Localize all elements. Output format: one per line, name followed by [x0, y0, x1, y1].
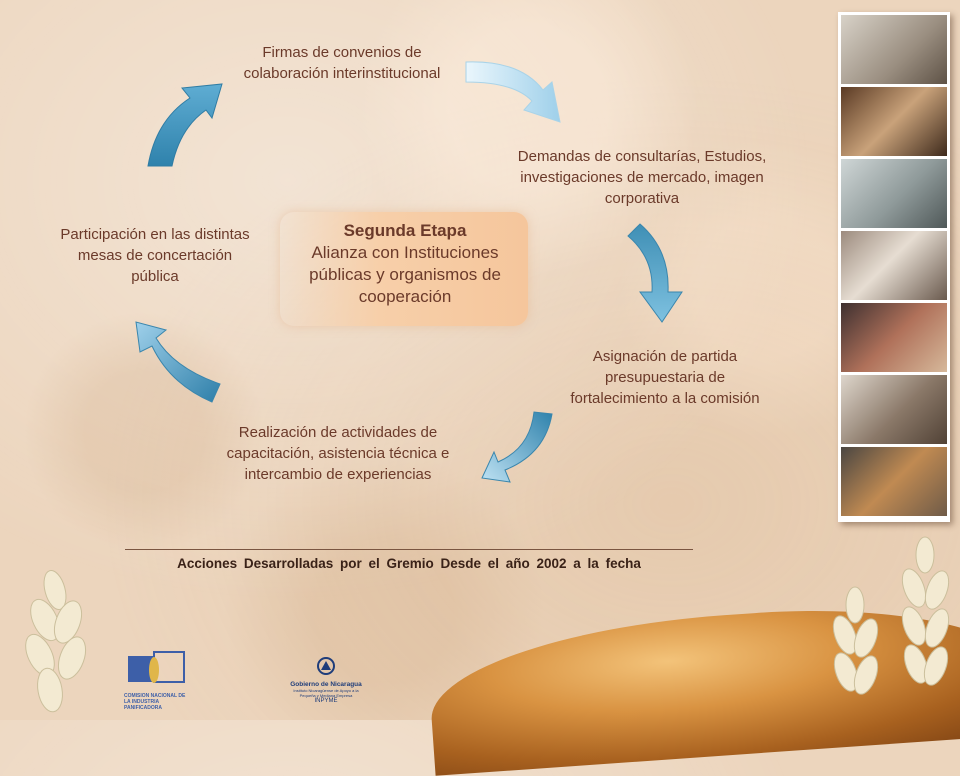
node-participacion: Participación en las distintas mesas de …	[60, 226, 250, 285]
bakery-photo	[841, 159, 947, 228]
center-title: Segunda Etapa	[343, 221, 467, 240]
caption: Acciones Desarrolladas por el Gremio Des…	[177, 556, 641, 571]
bakery-photo	[841, 375, 947, 444]
node-firmas: Firmas de convenios de colaboración inte…	[243, 44, 441, 82]
wheat-left	[25, 570, 87, 713]
wheat-right-2	[901, 536, 950, 686]
cycle-arrows	[135, 61, 683, 483]
arrow-realizacion-to-participacion	[135, 321, 221, 403]
arrow-demandas-to-asignacion	[627, 223, 683, 323]
bakery-photo	[841, 447, 947, 516]
bakery-photo	[841, 303, 947, 372]
node-realizacion: Realización de actividades de capacitaci…	[226, 424, 450, 483]
caption-divider	[125, 549, 693, 550]
gobierno-logo-icon	[317, 657, 335, 675]
bakery-photo-strip	[838, 12, 950, 522]
node-demandas: Demandas de consultarías, Estudios, inve…	[517, 148, 767, 207]
arrow-firmas-to-demandas	[465, 61, 561, 123]
gobierno-logo-acronym: INPYME	[314, 698, 338, 704]
comision-logo-icon	[128, 651, 185, 683]
center-box	[280, 212, 528, 326]
arrow-participacion-to-firmas	[147, 83, 223, 167]
center-subtitle: Alianza con Instituciones públicas y org…	[309, 243, 501, 306]
gobierno-logo: Gobierno de Nicaragua Instituto Nicaragü…	[288, 656, 364, 704]
comision-logo: COMISION NACIONAL DE LA INDUSTRIA PANIFI…	[124, 650, 190, 711]
comision-logo-text: COMISION NACIONAL DE LA INDUSTRIA PANIFI…	[124, 693, 186, 711]
center-label: Segunda Etapa Alianza con Instituciones …	[290, 220, 520, 308]
gobierno-logo-subtext: Instituto Nicaragüense de Apoyo a la Peq…	[293, 688, 359, 698]
bakery-photo	[841, 231, 947, 300]
arrow-asignacion-to-realizacion	[481, 411, 553, 483]
bakery-photo	[841, 87, 947, 156]
node-asignacion: Asignación de partida presupuestaria de …	[570, 348, 760, 407]
gobierno-logo-title: Gobierno de Nicaragua	[290, 681, 362, 688]
wheat-right-1	[832, 586, 879, 695]
bakery-photo	[841, 15, 947, 84]
